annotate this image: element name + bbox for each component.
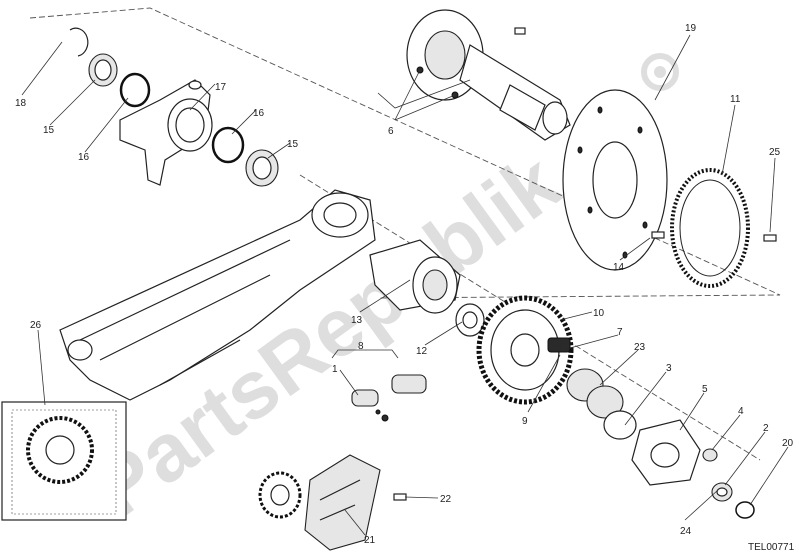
swingarm xyxy=(59,189,376,401)
part-20-circlip xyxy=(735,501,755,519)
callout-9: 9 xyxy=(522,416,528,427)
part-21-sprocket-cover xyxy=(304,454,381,551)
part-8-chain-link xyxy=(351,374,427,422)
callout-26: 26 xyxy=(30,320,42,331)
callout-6: 6 xyxy=(388,126,394,137)
part-11-tone-wheel xyxy=(670,168,750,288)
callout-12: 12 xyxy=(416,346,428,357)
callout-1: 1 xyxy=(332,364,338,375)
callout-3: 3 xyxy=(666,363,672,374)
callout-23: 23 xyxy=(634,342,646,353)
callout-10: 10 xyxy=(593,308,605,319)
part-18-circlip xyxy=(69,27,89,57)
callout-13: 13 xyxy=(351,315,363,326)
callout-17: 17 xyxy=(215,82,227,93)
part-16-o-ring xyxy=(119,72,151,108)
part-25-screw xyxy=(763,234,777,242)
callout-14: 14 xyxy=(613,262,625,273)
part-6-wheel-hub xyxy=(406,9,571,141)
callout-24: 24 xyxy=(680,526,692,537)
callout-20: 20 xyxy=(782,438,794,449)
hub-bolt xyxy=(514,27,526,35)
part-14-disc-bolt xyxy=(651,231,665,239)
part-15-spacer xyxy=(88,53,118,87)
callout-2: 2 xyxy=(763,423,769,434)
drawing-code: TEL00771 xyxy=(748,542,795,553)
part-23-bearing xyxy=(566,368,637,440)
callout-16-second: 16 xyxy=(253,108,265,119)
callout-15: 15 xyxy=(43,125,55,136)
callout-18: 18 xyxy=(15,98,27,109)
part-17-caliper-bracket xyxy=(119,79,213,186)
callout-7: 7 xyxy=(617,327,623,338)
callout-19: 19 xyxy=(685,23,697,34)
part-12-spacer xyxy=(455,303,485,337)
part-19-brake-disc xyxy=(562,89,668,271)
part-26-front-sprocket-kit xyxy=(1,401,127,521)
assembly-axis-line xyxy=(29,7,781,299)
part-15-spacer-second xyxy=(245,149,279,187)
watermark-gear-icon xyxy=(641,53,679,91)
callout-22: 22 xyxy=(440,494,452,505)
callout-4: 4 xyxy=(738,406,744,417)
part-16-o-ring-second xyxy=(211,126,245,164)
front-sprocket xyxy=(258,471,302,519)
part-5-sprocket-flange xyxy=(631,419,701,486)
part-22-cover-screw xyxy=(393,493,407,501)
callout-11: 11 xyxy=(730,94,741,105)
callout-8: 8 xyxy=(358,341,364,352)
callout-5: 5 xyxy=(702,384,708,395)
callout-25: 25 xyxy=(769,147,781,158)
part-7-flange-stud xyxy=(547,337,571,353)
callout-21: 21 xyxy=(364,535,376,546)
part-2-axle-nut xyxy=(711,482,733,502)
part-4-nut xyxy=(702,448,718,462)
leader-lines xyxy=(21,34,789,536)
part-13-eccentric-hub xyxy=(369,239,461,314)
callout-16: 16 xyxy=(78,152,90,163)
callout-15-second: 15 xyxy=(287,139,299,150)
